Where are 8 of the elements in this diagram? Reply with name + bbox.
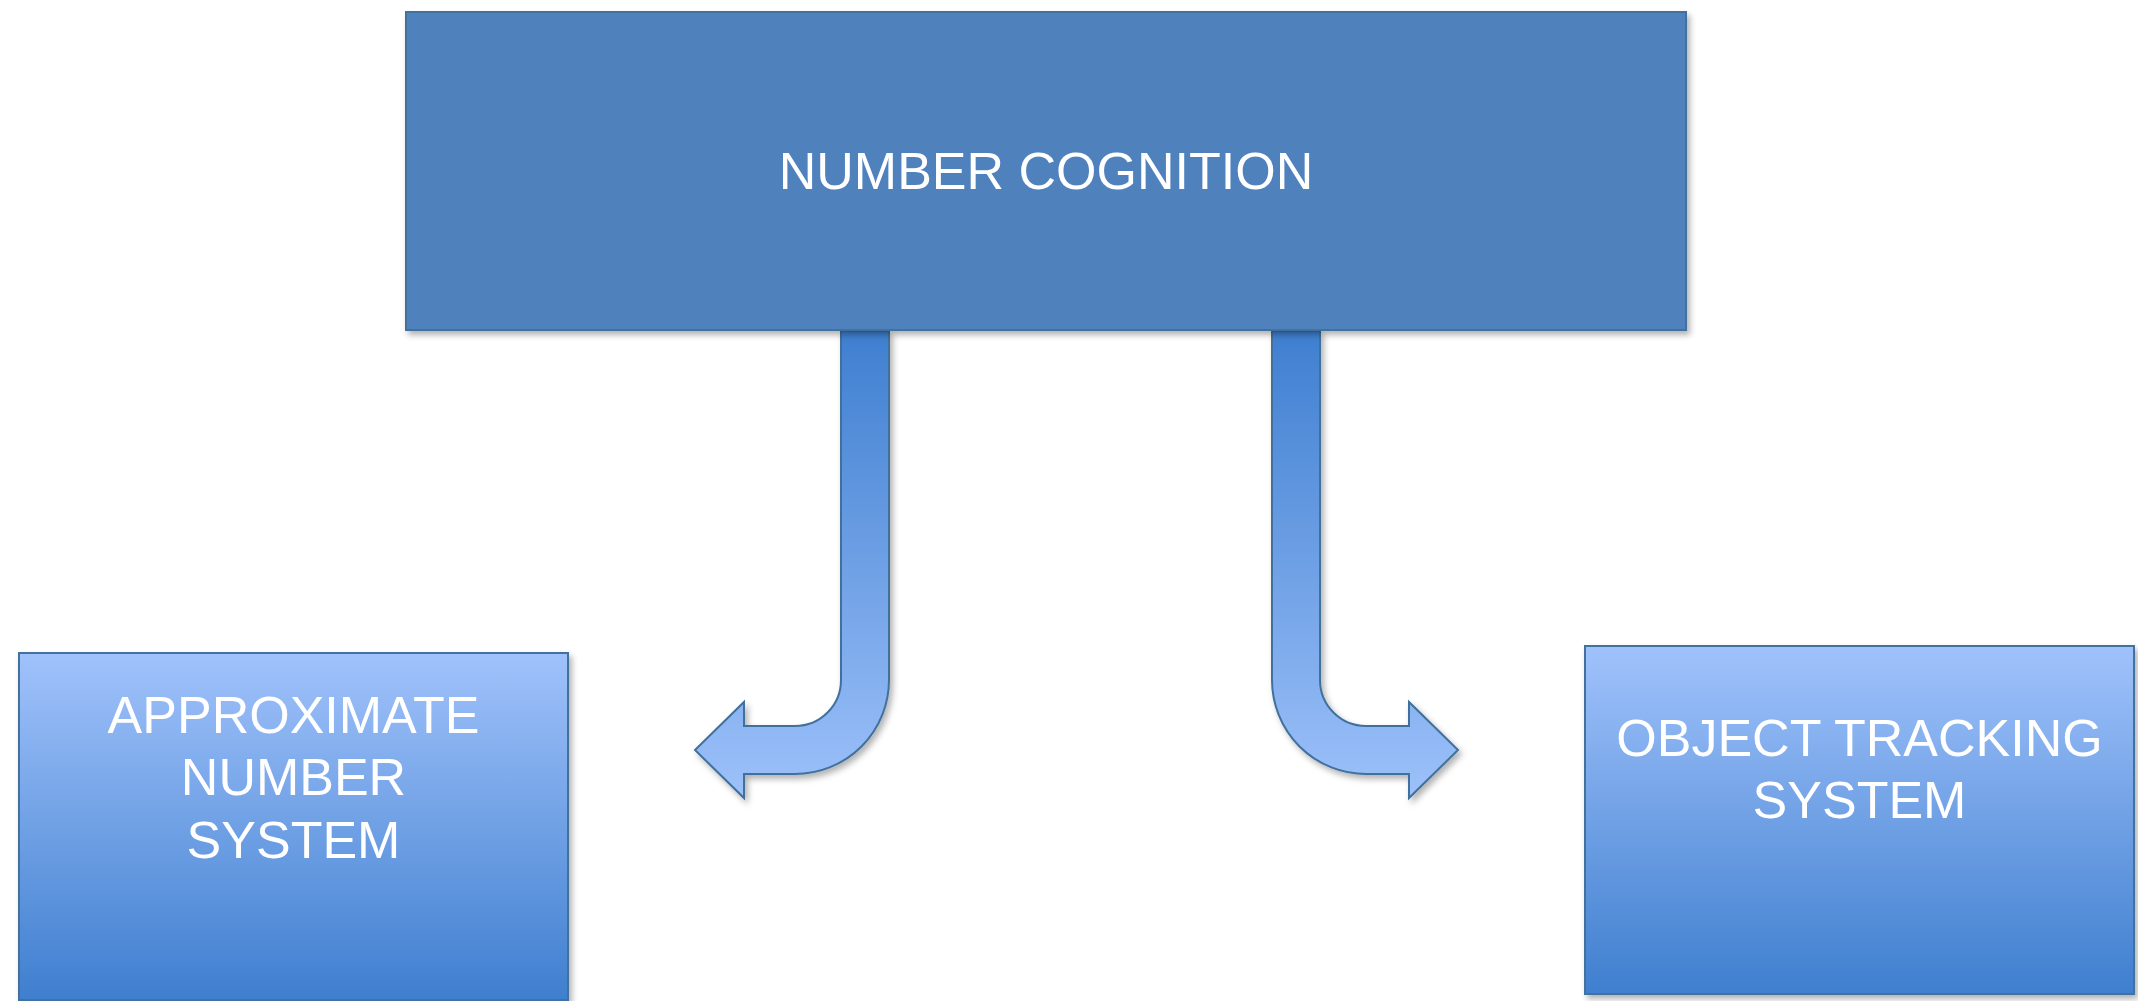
box-label: OBJECT TRACKING SYSTEM bbox=[1615, 708, 2104, 832]
process-box bbox=[18, 652, 569, 1001]
box-label: NUMBER COGNITION bbox=[778, 140, 1314, 202]
bent-arrow bbox=[694, 330, 890, 799]
process-box bbox=[1584, 645, 2135, 995]
bent-arrow bbox=[1271, 330, 1459, 799]
process-box bbox=[405, 11, 1687, 331]
box-label: APPROXIMATE NUMBER SYSTEM bbox=[106, 685, 481, 871]
